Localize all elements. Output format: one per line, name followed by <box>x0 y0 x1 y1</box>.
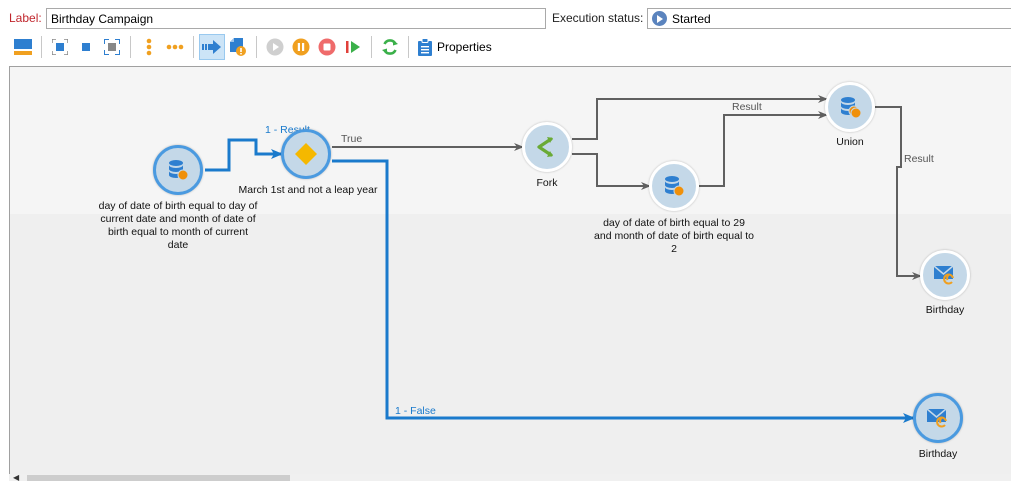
transition-union-delivery1[interactable] <box>875 106 922 280</box>
activity-delivery-2[interactable] <box>913 393 963 443</box>
toolbar-separator <box>130 36 131 58</box>
horizontal-layout-button[interactable] <box>162 34 188 60</box>
activity-query-2[interactable] <box>649 161 699 211</box>
activity-label: day of date of birth equal to day of cur… <box>98 200 258 251</box>
activity-label: March 1st and not a leap year <box>238 184 378 196</box>
fit-selection-icon <box>52 39 68 55</box>
transition-label: Result <box>732 101 762 113</box>
unconditional-stop-button[interactable] <box>340 34 366 60</box>
toolbar-separator <box>41 36 42 58</box>
transition-query2-union[interactable] <box>699 111 828 187</box>
stop-button[interactable] <box>314 34 340 60</box>
database-union-icon <box>841 97 861 118</box>
refresh-icon <box>382 39 398 55</box>
refresh-button[interactable] <box>377 34 403 60</box>
activity-fork[interactable] <box>522 122 572 172</box>
zoom-page-button[interactable] <box>99 34 125 60</box>
workflow-toolbar: Properties <box>10 33 1010 61</box>
horizontal-dots-icon <box>166 44 184 50</box>
audit-button[interactable] <box>225 34 251 60</box>
zoom-actual-button[interactable] <box>73 34 99 60</box>
fork-icon <box>537 137 553 157</box>
toolbar-separator <box>193 36 194 58</box>
diamond-test-icon <box>295 143 317 165</box>
transition-fork-query2[interactable] <box>572 153 651 190</box>
scrollbar-thumb[interactable] <box>27 475 290 481</box>
play-circle-icon <box>652 11 667 26</box>
activity-label: day of date of birth equal to 29 and mon… <box>594 217 754 255</box>
transition-label: Result <box>904 153 934 165</box>
properties-button[interactable]: Properties <box>414 34 496 60</box>
label-input[interactable] <box>46 8 546 29</box>
horizontal-scrollbar[interactable]: ◀ <box>9 473 1011 482</box>
transition-label: True <box>341 133 363 145</box>
execution-status-value: Started <box>672 11 711 26</box>
toolbar-separator <box>408 36 409 58</box>
arrow-right-icon <box>202 40 221 54</box>
label-caption: Label: <box>9 11 42 25</box>
toolbar-separator <box>371 36 372 58</box>
email-delivery-icon <box>926 408 947 428</box>
actual-size-icon <box>82 43 90 51</box>
activity-union[interactable] <box>825 82 875 132</box>
stop-icon <box>318 38 336 56</box>
activity-label: Union <box>836 136 864 148</box>
pause-button[interactable] <box>288 34 314 60</box>
transition-test-delivery2[interactable] <box>332 159 915 423</box>
panel-layout-icon <box>14 39 32 55</box>
email-delivery-icon <box>933 265 954 285</box>
step-play-icon <box>346 41 360 53</box>
fit-page-icon <box>104 39 120 55</box>
transition-label: 1 - False <box>395 405 436 417</box>
transition-fork-union[interactable] <box>572 95 828 140</box>
properties-label: Properties <box>437 40 492 54</box>
activity-label: Birthday <box>918 448 958 460</box>
layout-toggle-button[interactable] <box>10 34 36 60</box>
activity-delivery-1[interactable] <box>920 250 970 300</box>
vertical-layout-button[interactable] <box>136 34 162 60</box>
activity-query-1[interactable] <box>153 145 203 195</box>
vertical-dots-icon <box>146 38 152 56</box>
workflow-canvas[interactable]: 1 - Result True 1 - False Result Result … <box>9 66 1011 474</box>
activity-label: Birthday <box>925 304 965 316</box>
header-bar: Label: Execution status: Started <box>0 0 1011 33</box>
execution-status-field: Started <box>647 8 1011 29</box>
clipboard-icon <box>418 38 432 56</box>
zoom-fit-button[interactable] <box>47 34 73 60</box>
play-icon <box>266 38 284 56</box>
document-warning-icon <box>230 38 246 56</box>
show-transitions-button[interactable] <box>199 34 225 60</box>
toolbar-separator <box>256 36 257 58</box>
transition-query1-test[interactable] <box>205 138 283 172</box>
start-button[interactable] <box>262 34 288 60</box>
execution-status-caption: Execution status: <box>552 11 644 25</box>
database-query-icon <box>169 160 189 181</box>
database-query-icon <box>665 176 685 197</box>
pause-icon <box>292 38 310 56</box>
activity-label: Fork <box>536 177 558 189</box>
scroll-left-arrow-icon[interactable]: ◀ <box>13 473 20 482</box>
activity-test[interactable] <box>281 129 331 179</box>
transitions-layer <box>205 95 922 423</box>
